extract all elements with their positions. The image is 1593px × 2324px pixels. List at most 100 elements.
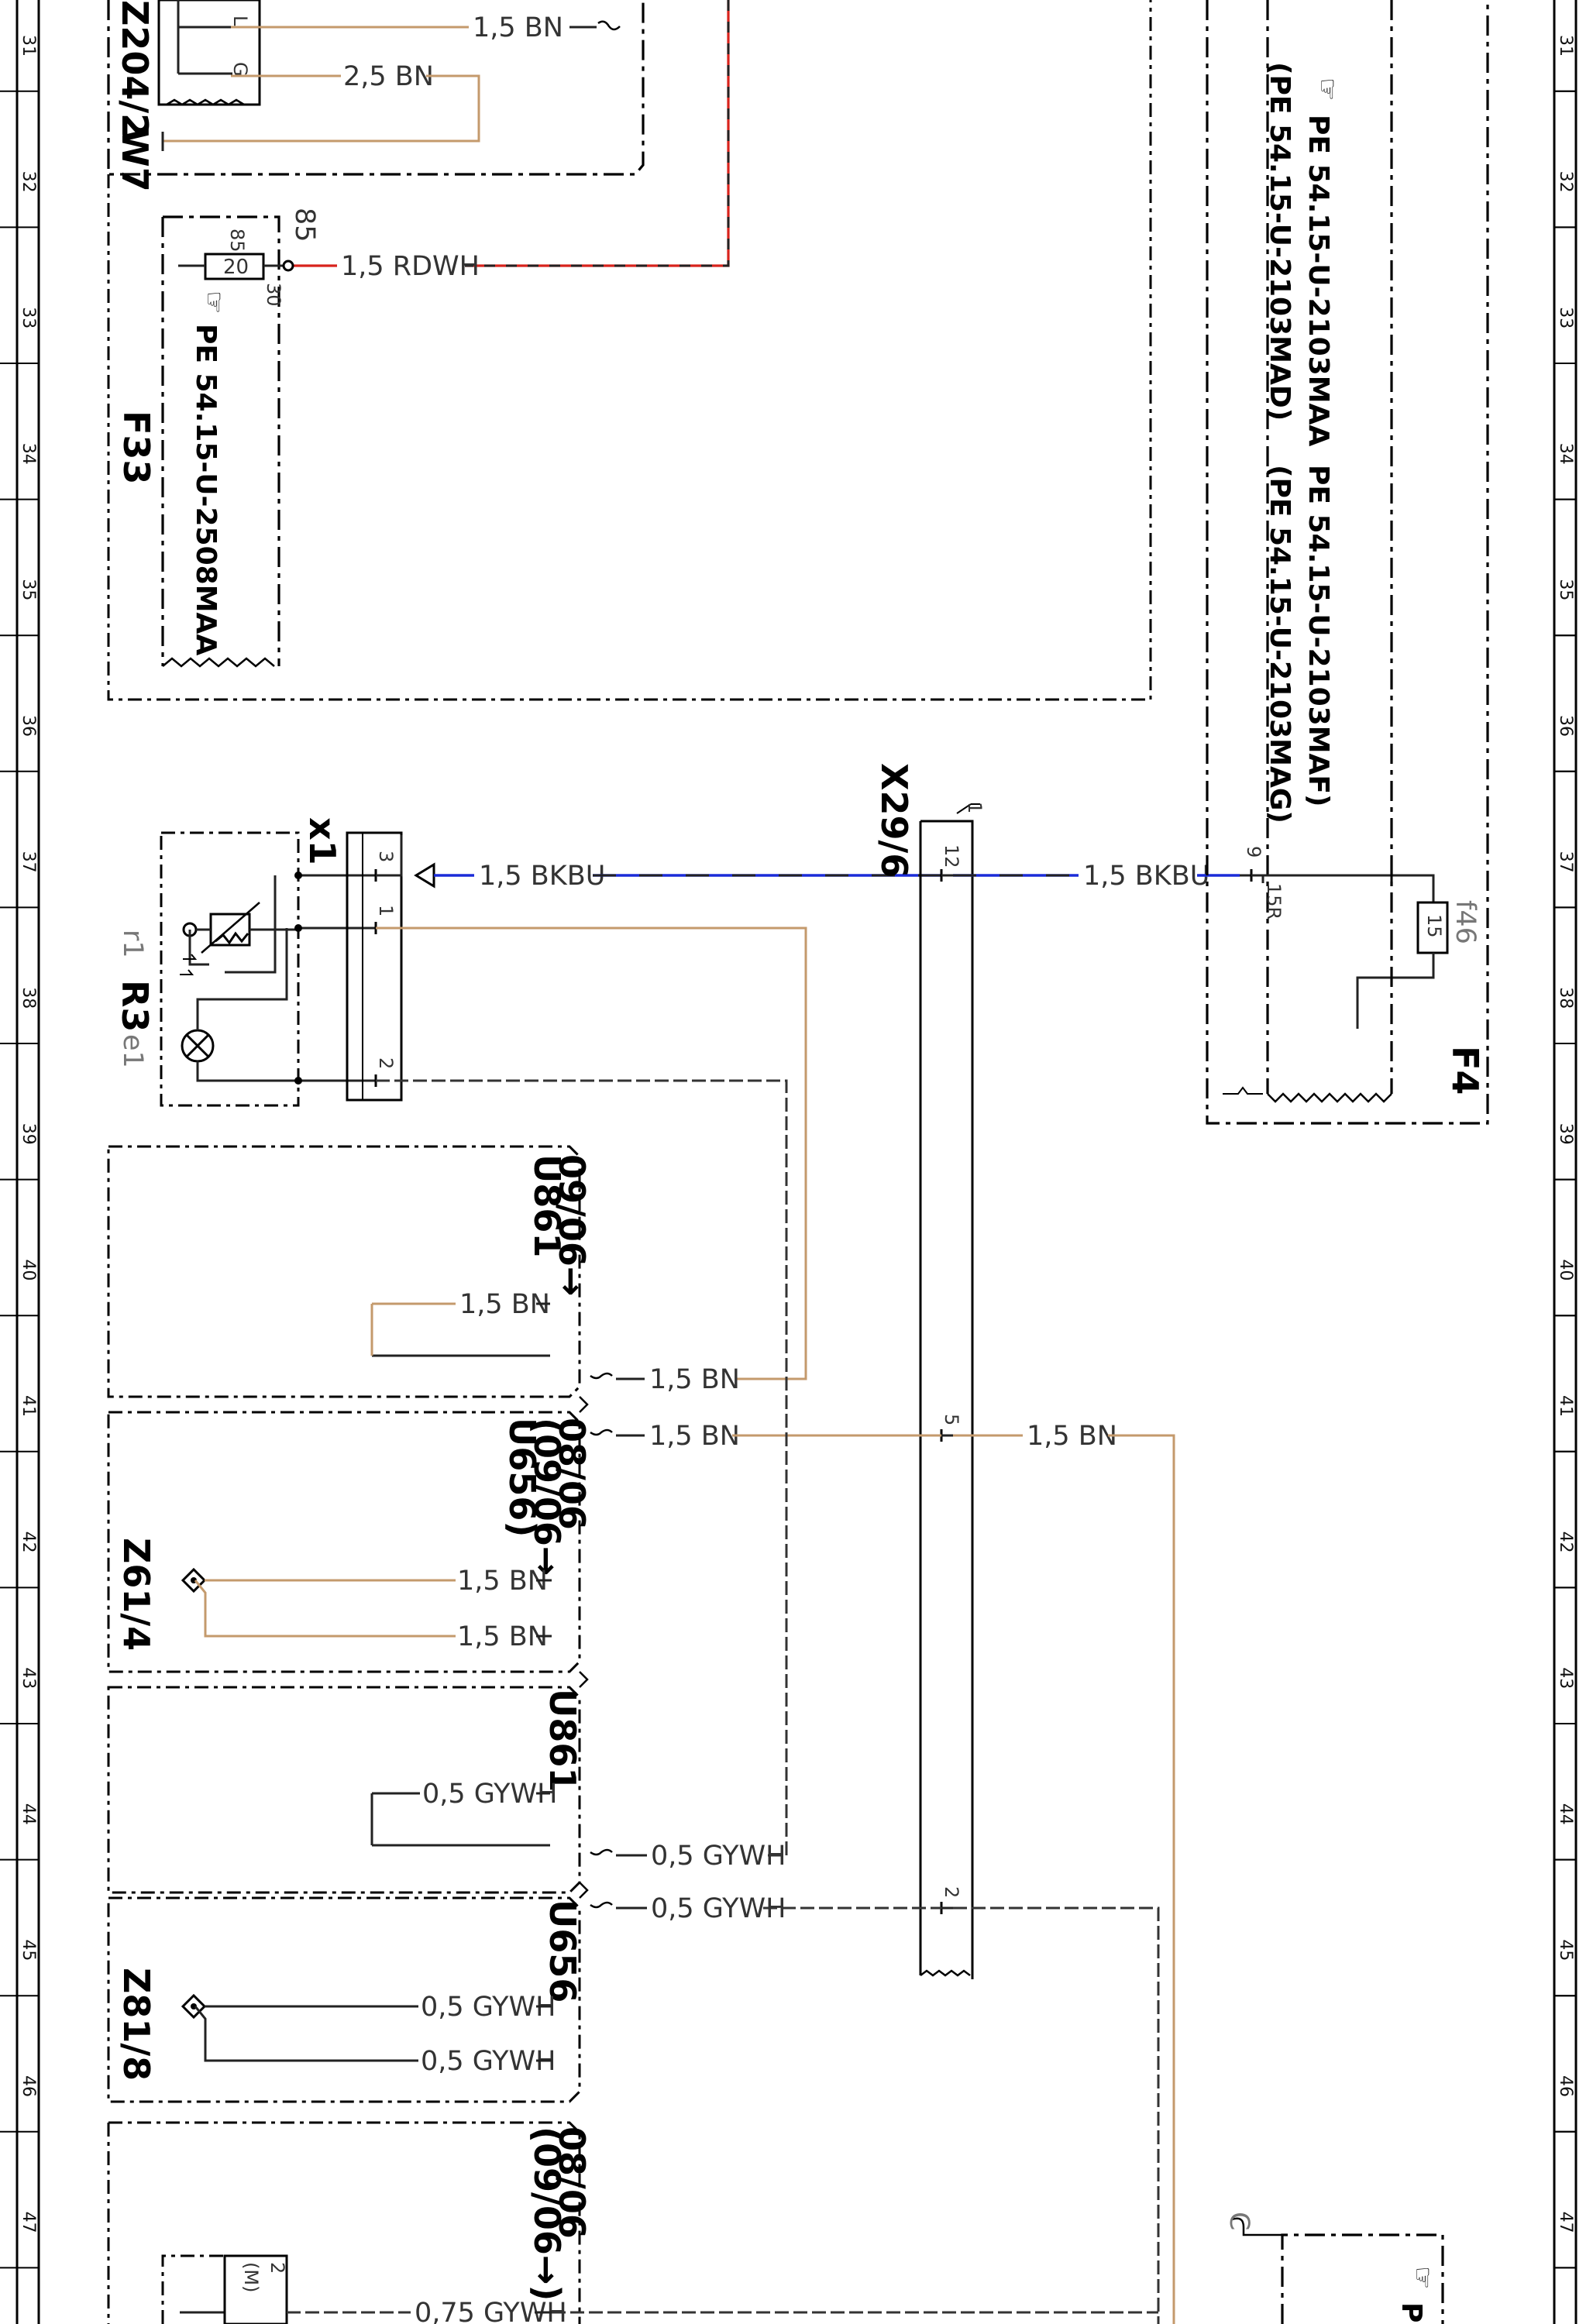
box-u861-top: U861 09/06→ 1,5 BN [107,1145,593,1398]
box-u861-bottom: U861 0,5 GYWH [107,1686,583,1894]
connector-x1: 3 1 2 x1 [301,817,403,1102]
pin-30: 30 [263,283,284,307]
label-date-b: 08/06 [551,1418,593,1530]
grid-number-left: 33 [19,307,38,328]
wire-bn-top: 1,5 BN [231,12,621,43]
wire-label-rdwh: 1,5 RDWH [341,251,480,282]
wire-label-gywh-075: 0,75 GYWH [415,2298,567,2324]
label-z61: Z61/4 [115,1538,157,1651]
wire-label-bn-41r: 1,5 BN [1027,1421,1117,1452]
grid-number-left: 45 [19,1939,38,1961]
grid-number-right: 47 [1556,2212,1575,2233]
pin-g: G [229,62,251,77]
grid-number-right: 42 [1556,1532,1575,1553]
wire-bn-41a: 1,5 BN [376,927,807,1395]
label-c: C [1223,2212,1254,2230]
wire-label-bn-41b: 1,5 BN [649,1421,740,1452]
pin-85b: 85 [289,208,320,242]
pin-l: L [229,15,251,26]
label-e1: e1 [117,1034,148,1068]
grid-number-right: 36 [1556,715,1575,737]
label-u861a: U861 [526,1154,568,1257]
wire-label-bn-top: 1,5 BN [473,12,563,43]
label-date-c: (09/06→ [526,1418,568,1576]
fuse-f33-value: 20 [223,256,249,279]
grid-number-right: 45 [1556,1939,1575,1961]
wire-gywh-44: 0,5 GYWH [376,1079,788,1872]
grid-number-right: 32 [1556,171,1575,193]
grid-number-left: 40 [19,1259,38,1281]
group-braces [579,1396,589,1899]
grid-number-left: 38 [19,987,38,1009]
grid-number-left: 44 [19,1803,38,1825]
wire-label-gywh-z81a: 0,5 GYWH [421,1992,556,2023]
grid-number-right: 35 [1556,579,1575,600]
grid-number-right: 39 [1556,1123,1575,1145]
x29-pin1: 1 [964,802,986,813]
x1-pin1: 1 [375,905,397,916]
grid-number-left: 42 [19,1532,38,1553]
label-x29: X29/6 [873,763,915,878]
grid-number-right: 43 [1556,1667,1575,1689]
grid-number-right: 44 [1556,1803,1575,1825]
x1-pin2: 2 [375,1057,397,1069]
grid-number-left: 32 [19,171,38,193]
module-z204-w7: L G Z204/2 W7 [107,0,645,192]
label-u861b: U861 [542,1689,583,1792]
wire-label-gywh-u861: 0,5 GYWH [422,1779,557,1810]
label-w7: W7 [114,128,156,192]
grid-number-left: 36 [19,715,38,737]
wire-label-gywh-44: 0,5 GYWH [651,1841,786,1872]
label-z204: Z204/2 [114,0,156,138]
x1-pin3: 3 [375,851,397,862]
ground-arrow-icon [414,862,435,889]
label-f46: f46 [1450,900,1481,944]
grid-number-left: 47 [19,2212,38,2233]
wire-label-bn-z61b: 1,5 BN [457,1621,548,1652]
f4-pin15r: 15R [1263,883,1285,920]
label-r3: R3 [114,980,156,1032]
wire-bn-41b: 1,5 BN 1,5 BN [590,1421,1175,2324]
wire-gywh-45: 0,5 GYWH [590,1893,1160,2324]
label-f4: F4 [1444,1046,1486,1095]
pe-ref-f4-4: (PE 54.15-U-2103MAG) [1264,465,1295,823]
grid-number-right: 34 [1556,443,1575,465]
x29-pin2: 2 [941,1886,962,1898]
label-date-e: (09/06→) [526,2126,568,2301]
x29-pin12: 12 [941,844,962,868]
grid-number-left: 37 [19,851,38,873]
label-x1: x1 [301,817,343,865]
label-date-d: 08/06 [551,2126,593,2239]
grid-number-left: 43 [19,1667,38,1689]
wire-label-gywh-z81b: 0,5 GYWH [421,2046,556,2077]
grid-number-left: 41 [19,1395,38,1417]
pointing-hand-icon-bottom: ☞ [1407,2266,1438,2289]
grid-number-right: 41 [1556,1395,1575,1417]
pin-85a: 85 [226,229,248,253]
region-top-left [107,0,1152,701]
grid-number-left: 31 [19,35,38,57]
lamp-icon [181,928,298,1082]
grid-number-left: 35 [19,579,38,600]
wire-bkbu-left: 1,5 BKBU [376,835,941,892]
pe-ref-f4-1: PE 54.15-U-2103MAA [1302,115,1334,446]
pe-ref-f4-3: (PE 54.15-U-2103MAD) [1264,62,1295,421]
label-z81: Z81/8 [115,1968,157,2081]
grid-number-right: 40 [1556,1259,1575,1281]
pe-ref-f33: PE 54.15-U-2508MAA [190,324,222,655]
grid-number-right: 38 [1556,987,1575,1009]
f4-pin9: 9 [1243,846,1264,858]
m-pin2: 2 [267,2262,288,2274]
box-bottom: 08/06 (09/06→) 2 (M) 0,75 GYWH [107,2121,593,2324]
module-r3: R3 r1 e1 [114,831,364,1107]
label-f33: F33 [115,411,157,484]
m-label: (M) [240,2262,262,2292]
label-u656b: U656 [542,1899,583,2003]
pointing-hand-icon-f4a: ☞ [1312,77,1343,101]
wire-label-bkbu-left: 1,5 BKBU [479,861,605,892]
grid-number-right: 46 [1556,2075,1575,2097]
